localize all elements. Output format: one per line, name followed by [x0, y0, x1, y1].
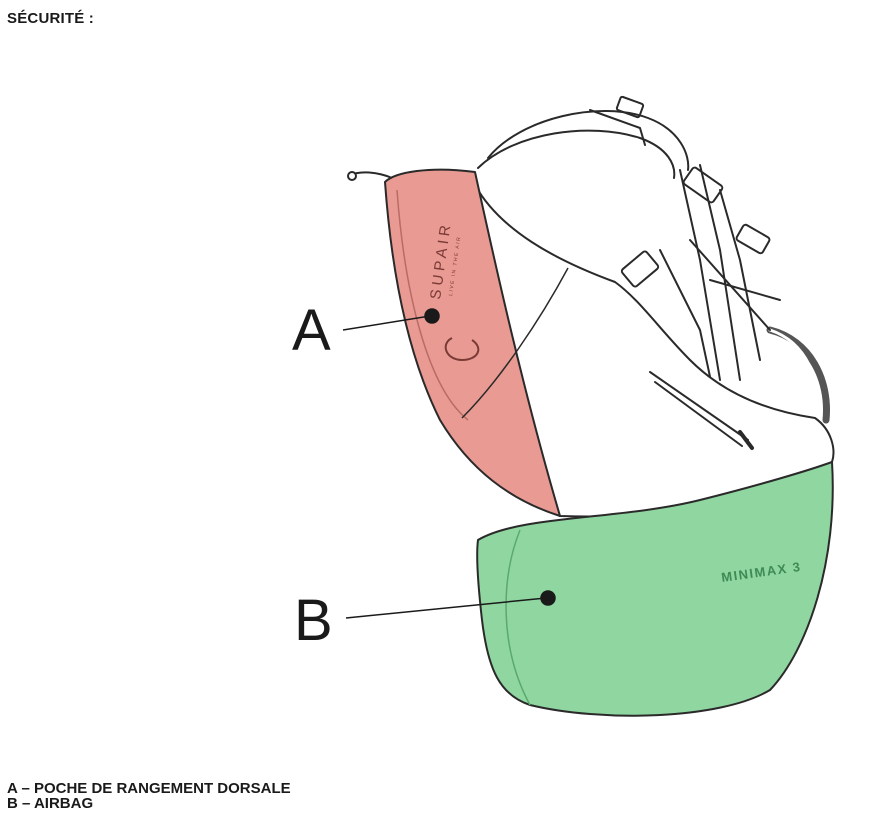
harness-strap-3	[719, 189, 761, 361]
harness-strap-6	[709, 279, 781, 301]
harness-strap-1	[679, 169, 721, 381]
shoulder-strap-inner	[477, 129, 676, 179]
section-heading: SÉCURITÉ :	[7, 10, 95, 27]
callout-label-b: B	[294, 588, 333, 653]
callout-label-a: A	[292, 298, 331, 363]
buckle-2	[735, 223, 771, 255]
buckle-3	[620, 250, 660, 288]
airbag	[476, 461, 834, 717]
buckle-1	[682, 166, 724, 204]
pocket-cord	[461, 267, 569, 419]
shoulder-strap-outer	[487, 110, 690, 171]
harness-strap-2	[699, 164, 741, 381]
back-pocket-shape	[384, 168, 561, 517]
legend: A – POCHE DE RANGEMENT DORSALE B – AIRBA…	[7, 781, 291, 811]
shoulder-strap-top	[589, 109, 646, 146]
leader-b	[345, 590, 556, 619]
brand-logo-icon	[444, 337, 480, 362]
back-pocket	[347, 168, 569, 517]
airbag-shape	[476, 461, 834, 717]
leader-a	[342, 308, 440, 331]
legend-item-b: B – AIRBAG	[7, 795, 94, 812]
buckle-4	[615, 95, 645, 119]
zipper	[649, 371, 749, 447]
legend-item-a: A – POCHE DE RANGEMENT DORSALE	[7, 780, 291, 797]
